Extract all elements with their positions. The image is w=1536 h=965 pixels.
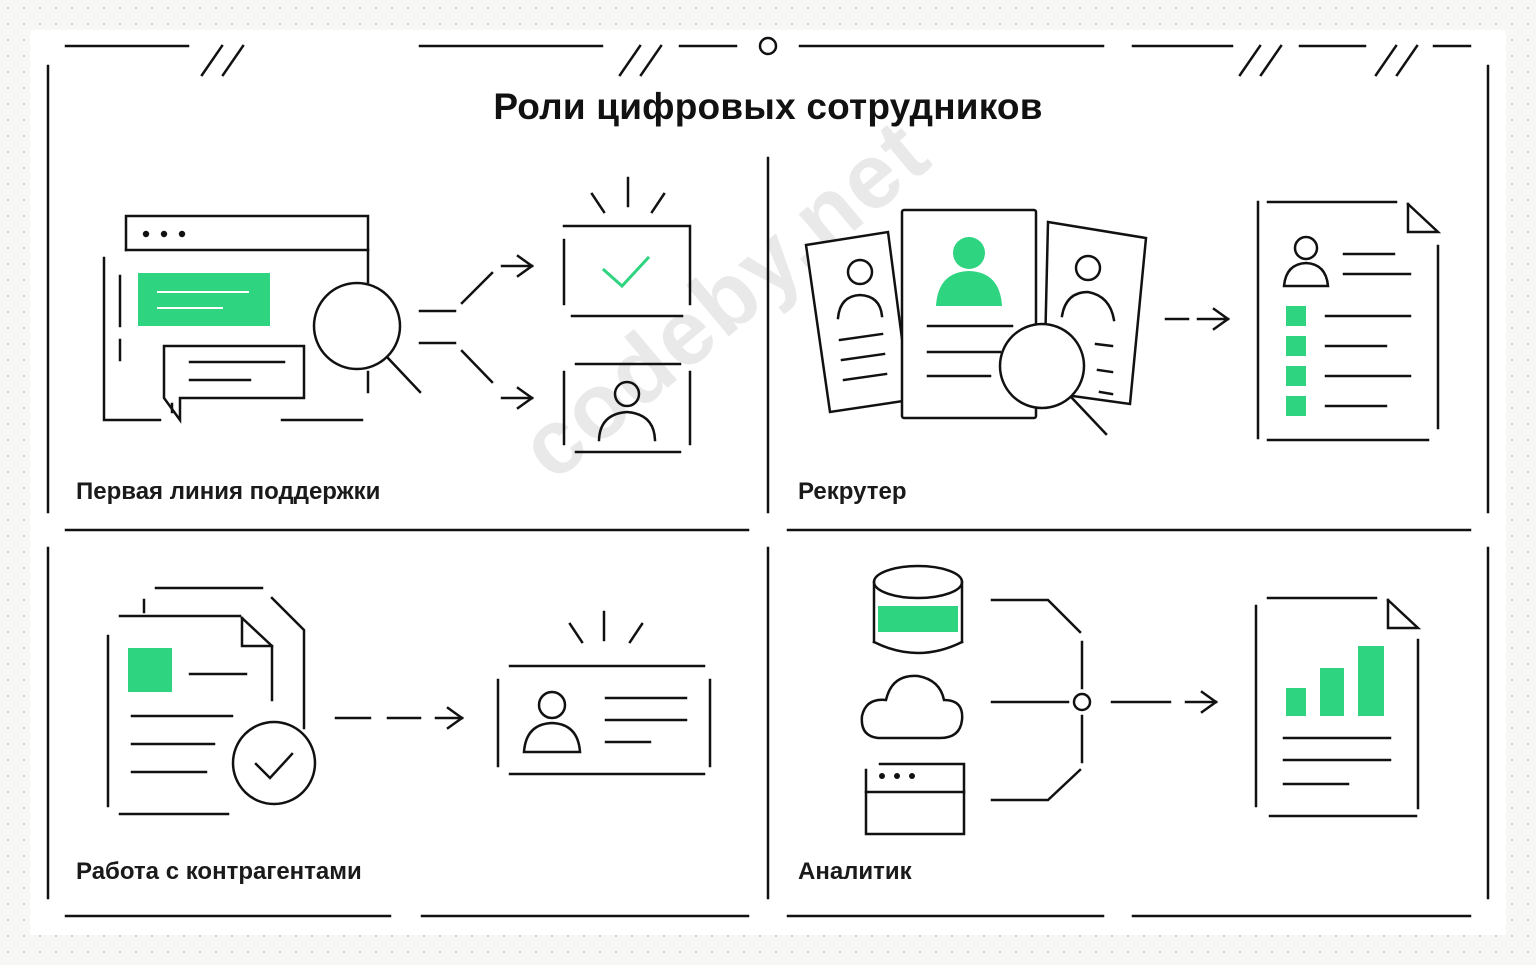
frame-slashes [200, 44, 1419, 77]
browser-window-icon [102, 214, 370, 422]
magnifier-icon [312, 281, 422, 394]
chart-document-icon [1254, 596, 1422, 818]
user-card-icon [562, 362, 692, 454]
window-dots-icon [142, 230, 186, 238]
checklist-bullets [1286, 306, 1306, 416]
text-block-highlight [138, 273, 270, 326]
checklist-document-icon [1256, 200, 1442, 442]
frame-node-icon [758, 36, 778, 56]
browser-window-icon [864, 762, 966, 836]
frame-lines [46, 44, 1490, 918]
document-highlight [128, 648, 172, 692]
documents-check-icon [106, 586, 317, 816]
page-title: Роли цифровых сотрудников [493, 86, 1043, 127]
arrow-right-icon [1164, 307, 1231, 331]
window-dots-icon [879, 773, 915, 779]
dashed-arrow-icon [334, 706, 465, 730]
magnifier-icon [998, 322, 1108, 436]
bar-chart-icon [1286, 646, 1384, 716]
cloud-icon [860, 674, 964, 740]
chat-bubble-icon [162, 344, 306, 424]
merge-connectors [990, 598, 1219, 802]
database-highlight [878, 606, 958, 632]
panel-label-counterparties: Работа с контрагентами [76, 858, 362, 885]
user-avatar-accent-icon [936, 237, 1002, 306]
panel-label-recruiter: Рекрутер [798, 478, 907, 505]
panel-label-analyst: Аналитик [798, 858, 912, 885]
id-card-icon [496, 610, 712, 776]
branch-arrows [418, 254, 535, 410]
check-monitor-icon [562, 176, 692, 318]
database-icon [872, 564, 964, 655]
panel-label-support: Первая линия поддержки [76, 478, 381, 505]
